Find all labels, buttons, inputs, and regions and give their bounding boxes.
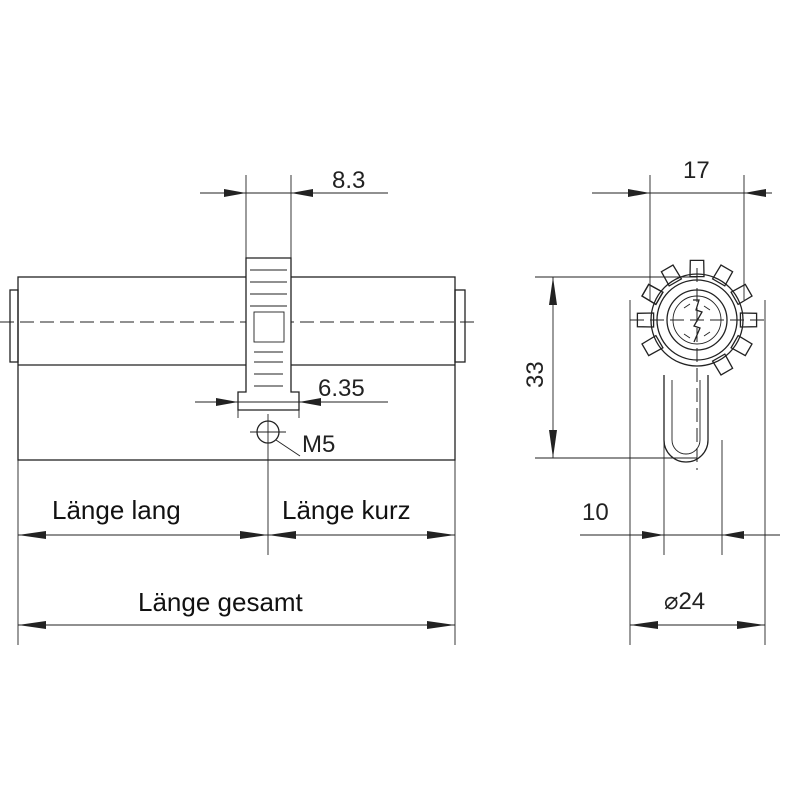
dim-cam-width: [200, 175, 388, 258]
gear-tooth: [730, 283, 753, 306]
left-end-cap: [9, 289, 19, 363]
screw-dim: M5: [302, 431, 335, 458]
gear-tooth: [689, 259, 705, 278]
dim-profile-width-text: 10: [582, 499, 609, 526]
gear-tooth: [641, 334, 664, 357]
label-length-total: Länge gesamt: [138, 587, 304, 617]
dim-cam-base: [195, 398, 388, 418]
gear-tooth: [711, 264, 734, 287]
cylinder-side-view: M5 8.3 6.35 Lä: [0, 167, 480, 645]
dim-front-width: [592, 175, 772, 300]
gear-tooth: [636, 312, 655, 328]
dim-cam-base-text: 6.35: [318, 375, 365, 402]
dim-profile-width: [580, 440, 780, 555]
gear-tooth: [660, 264, 683, 287]
dim-length-parts: [17, 450, 456, 645]
cylinder-body: [17, 276, 456, 461]
dim-cam-width-text: 8.3: [332, 167, 365, 194]
screw-hole: [250, 414, 301, 457]
dim-height: [535, 276, 697, 459]
cam: [237, 257, 300, 411]
right-end-cap: [454, 289, 466, 363]
dim-length-total: [18, 621, 455, 629]
dim-height-text: 33: [522, 361, 549, 388]
cylinder-profile: [663, 375, 709, 463]
cam-gear: [636, 259, 758, 376]
gear-tooth: [711, 353, 734, 376]
dim-front-width-text: 17: [683, 157, 710, 184]
label-length-short: Länge kurz: [282, 495, 411, 525]
gear-tooth: [730, 334, 753, 357]
gear-tooth: [641, 283, 664, 306]
dim-diameter: [629, 300, 766, 645]
cylinder-front-view: 17 33 10 ⌀24: [522, 157, 780, 645]
keyway-icon: [693, 299, 703, 343]
gear-tooth: [739, 312, 758, 328]
label-length-long: Länge lang: [52, 495, 181, 525]
gear-tooth: [641, 283, 664, 306]
dim-diameter-text: ⌀24: [664, 588, 705, 615]
